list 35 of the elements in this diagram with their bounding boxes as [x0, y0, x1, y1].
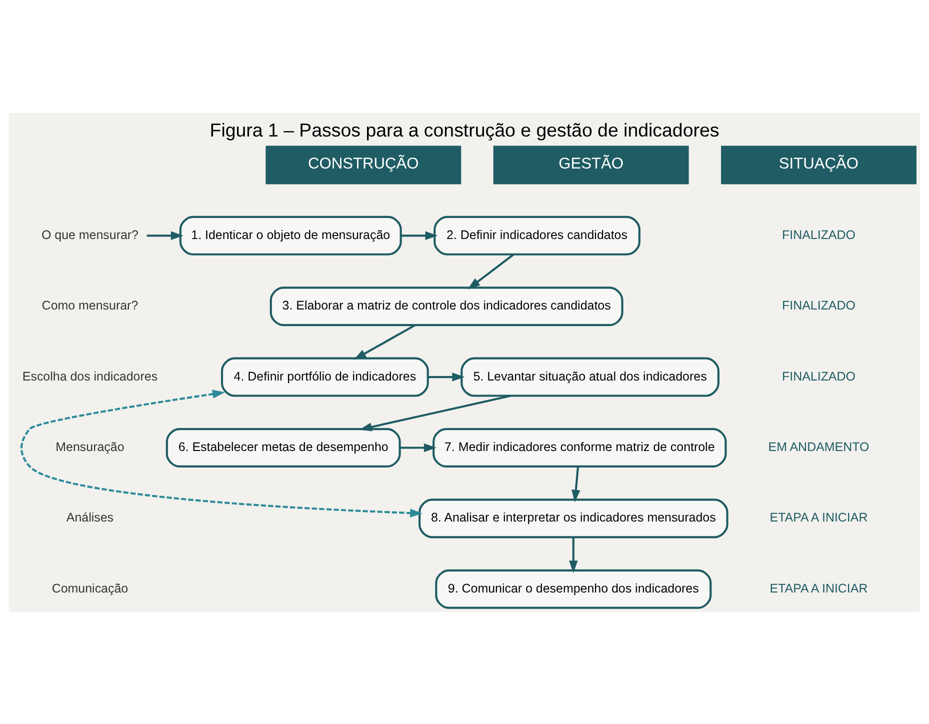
node-box: 1. Identicar o objeto de mensuração: [179, 215, 402, 255]
node-box: 3. Elaborar a matriz de controle dos indicadores candidatos: [270, 286, 624, 326]
node-box: 5. Levantar situação atual dos indicadores: [460, 356, 720, 396]
label: FINALIZADO: [782, 368, 856, 383]
label: EM ANDAMENTO: [768, 439, 870, 454]
node-box: 9. Comunicar o desempenho dos indicadores: [435, 568, 712, 608]
arrow: [354, 324, 416, 360]
node-box: 8. Analisar e interpretar os indicadores mensurados: [418, 498, 728, 538]
arrow: [400, 230, 438, 240]
arrow: [468, 253, 514, 289]
node-box: CONSTRUÇÃO: [266, 145, 462, 184]
node-box: SITUAÇÃO: [721, 145, 916, 184]
arrow: [400, 442, 436, 452]
node-box: 7. Medir indicadores conforme matriz de controle: [432, 428, 727, 467]
arrow: [428, 372, 465, 381]
arrow: [572, 466, 580, 502]
arrow: [569, 537, 578, 573]
label: Escolha dos indicadores: [22, 368, 158, 383]
label: Comunicação: [52, 580, 128, 595]
node-box: 6. Estabelecer metas de desempenho: [166, 428, 401, 467]
label: FINALIZADO: [782, 298, 856, 312]
label: Mensuração: [56, 439, 124, 454]
node-box: 4. Definir portfólio de indicadores: [220, 356, 429, 396]
diagram-title: Figura 1 – Passos para a construção e gestão de indicadores: [210, 118, 720, 140]
label: ETAPA A INICIAR: [770, 510, 868, 524]
label: Análises: [66, 510, 114, 524]
node-box: GESTÃO: [493, 145, 689, 184]
label: ETAPA A INICIAR: [770, 580, 868, 595]
label: Como mensurar?: [42, 298, 138, 312]
label: FINALIZADO: [782, 227, 856, 242]
arrow: [20, 389, 423, 517]
node-text: O que mensurar?: [41, 227, 139, 242]
arrow: [359, 394, 511, 431]
arrow: [146, 230, 184, 240]
node-box: 2. Definir indicadores candidatos: [434, 215, 640, 255]
